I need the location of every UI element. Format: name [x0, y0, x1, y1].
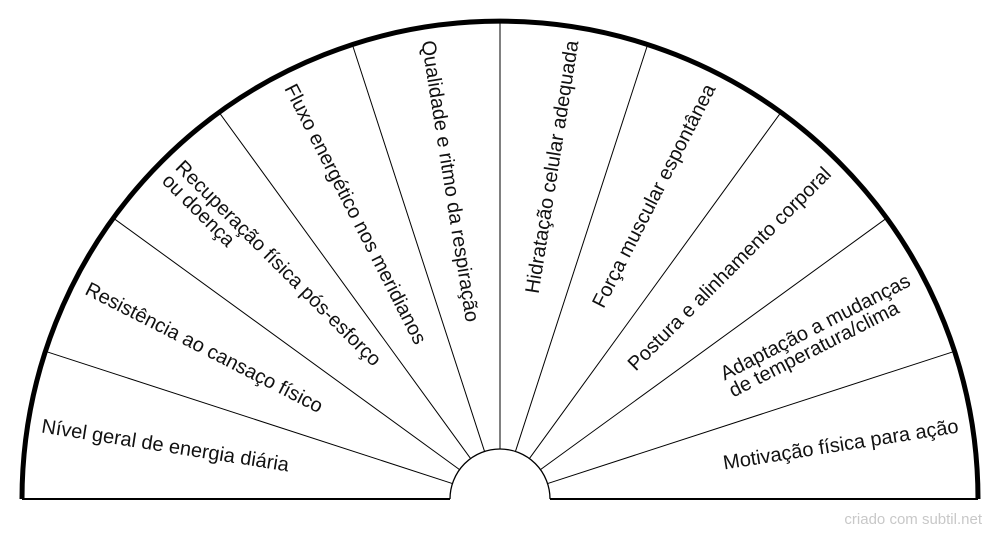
inner-arc [449, 448, 551, 500]
sector-divider [528, 111, 782, 459]
sector-divider [218, 111, 472, 459]
segment-label-line: Hidratação celular adequada [522, 38, 584, 295]
segment-label: Hidratação celular adequada [522, 38, 584, 295]
segment-label-line: Motivação física para ação [722, 416, 960, 475]
segment-label-line: Nível geral de energia diária [40, 416, 291, 477]
sector-divider [547, 350, 955, 485]
sector-divider [514, 44, 649, 452]
segment-label: Nível geral de energia diária [40, 416, 291, 477]
outer-arc [19, 18, 981, 500]
footer-credit: criado com subtil.net [844, 511, 982, 528]
segment-label: Qualidade e ritmo da respiração [417, 39, 483, 324]
sector-divider [112, 217, 460, 471]
sector-dividers [45, 21, 955, 485]
segment-label-line: Força muscular espontânea [588, 80, 721, 312]
segment-label: Resistência ao cansaço físico [82, 279, 327, 418]
sector-divider [351, 44, 486, 452]
segment-label-line: Adaptação a mudanças [717, 270, 914, 385]
segment-label-line: Resistência ao cansaço físico [82, 279, 327, 418]
sector-divider [540, 217, 888, 471]
segment-label: Força muscular espontânea [588, 80, 721, 312]
segment-label: Motivação física para ação [722, 416, 960, 475]
sector-divider [45, 350, 453, 485]
segment-label-line: Qualidade e ritmo da respiração [417, 39, 483, 324]
